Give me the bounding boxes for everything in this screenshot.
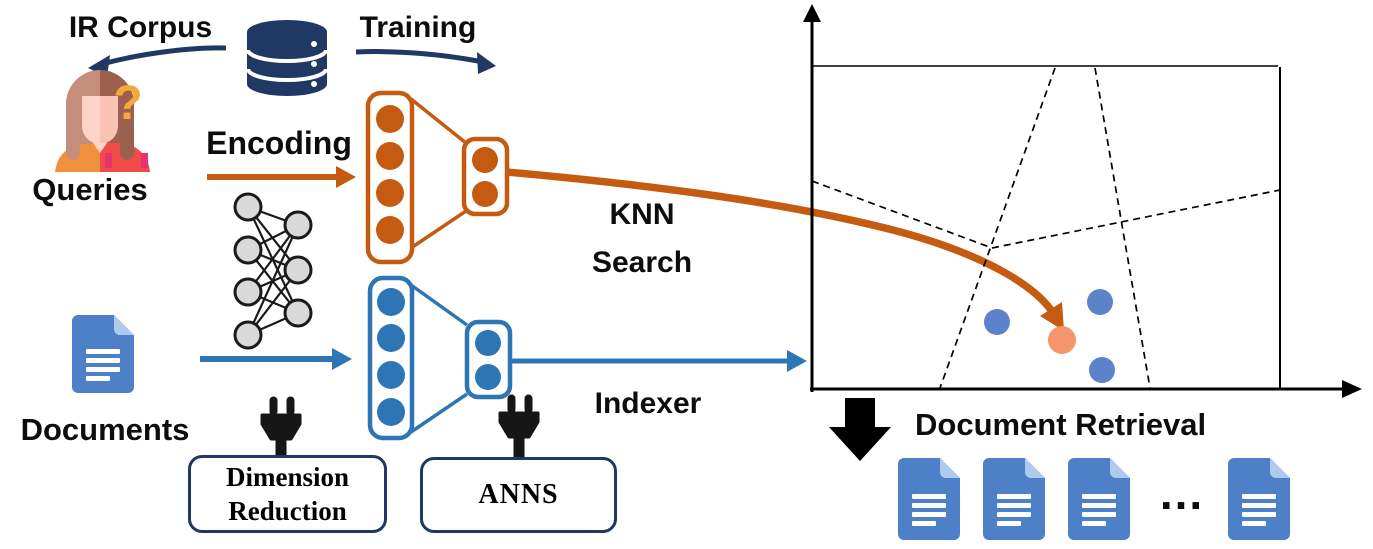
document-icon	[983, 458, 1045, 540]
ellipsis-label: ...	[1159, 467, 1205, 519]
knn-line1: KNN	[609, 198, 675, 231]
indexer-label: Indexer	[594, 387, 702, 420]
knn-search-arrow	[506, 168, 1064, 331]
document-encoder	[367, 275, 513, 441]
training-label: Training	[359, 11, 477, 44]
scatter-points	[984, 289, 1115, 383]
query-encoder	[365, 90, 510, 265]
dimension-reduction-box: Dimension Reduction	[188, 455, 387, 533]
retrieval-down-arrow	[829, 398, 891, 461]
queries-label: Queries	[32, 172, 148, 207]
user-question-icon: ?	[55, 70, 150, 172]
document-icon	[1228, 458, 1290, 540]
documents-label: Documents	[20, 412, 190, 447]
x-axis-arrowhead	[1342, 380, 1362, 398]
training-arrow	[355, 49, 496, 74]
partition-lines	[811, 67, 1281, 389]
document-icon	[1068, 458, 1130, 540]
dimension-line2: Reduction	[228, 496, 347, 526]
knn-search-label: KNN Search	[572, 191, 712, 287]
question-mark-glyph: ?	[113, 77, 142, 130]
anns-label: ANNS	[478, 479, 559, 510]
knn-line2: Search	[591, 246, 693, 279]
dimension-line1: Dimension	[225, 462, 350, 492]
query-vector-point	[1048, 326, 1076, 354]
document-vector-point	[1087, 289, 1113, 315]
document-vector-point	[1089, 357, 1115, 383]
document-icon	[72, 315, 134, 393]
y-axis-arrowhead	[803, 4, 821, 22]
document-icon	[898, 458, 960, 540]
vector-space-plot	[803, 4, 1362, 398]
neural-network-icon	[233, 192, 313, 350]
ir-corpus-label: IR Corpus	[68, 11, 213, 44]
anns-box: ANNS	[420, 457, 617, 533]
plug-icon-dimension	[260, 396, 302, 458]
retrieved-documents	[898, 458, 1290, 540]
documents-arrow	[200, 348, 352, 370]
document-vector-point	[984, 309, 1010, 335]
plug-icon-anns	[498, 394, 540, 458]
document-retrieval-label: Document Retrieval	[915, 407, 1207, 442]
database-icon	[246, 20, 328, 96]
encoding-arrow	[207, 166, 356, 188]
encoding-label: Encoding	[206, 125, 352, 161]
indexer-arrow	[510, 350, 807, 372]
